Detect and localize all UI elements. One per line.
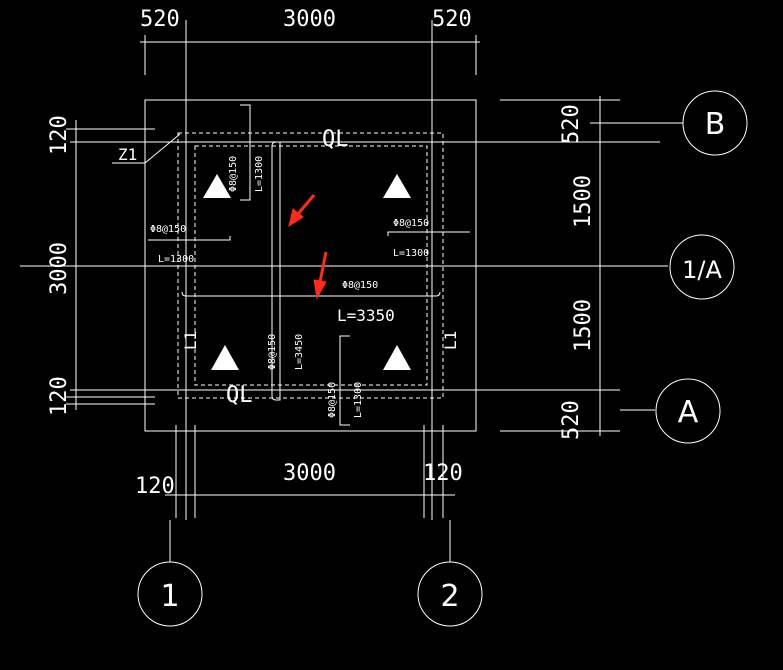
rebar-center-len: L=3350 [337, 306, 395, 325]
triangle-marker-top-right [383, 174, 411, 198]
dim-bottom-right: 120 [423, 461, 463, 486]
axis-label-2: 2 [440, 579, 459, 614]
rebar-center-spec: Φ8@150 [342, 280, 378, 291]
rebar-vertical-top [240, 104, 251, 201]
axis-bubble-half-a [669, 234, 735, 300]
label-l1-right: L1 [441, 331, 460, 350]
rebar-h-left-spec: Φ8@150 [150, 224, 186, 235]
axis-bubble-b [682, 90, 748, 156]
rebar-v2-spec: Φ8@150 [267, 334, 278, 370]
triangle-marker-top-left [203, 174, 231, 198]
rebar-h-right-spec: Φ8@150 [393, 218, 429, 229]
dim-top-left: 520 [140, 7, 180, 32]
rebar-v1-len: L=1300 [254, 156, 265, 192]
rebar-center-long [181, 291, 441, 297]
rebar-vertical-long [271, 141, 281, 401]
axis-bubble-a [655, 378, 721, 444]
rebar-h-left-len: L=1300 [158, 254, 194, 265]
dim-top-mid: 3000 [283, 7, 336, 32]
rebar-v3-spec: Φ8@150 [327, 382, 338, 418]
rebar-h-right-len: L=1300 [393, 248, 429, 259]
label-ql-bottom: QL [226, 383, 253, 408]
axis-bubble-2 [417, 561, 483, 627]
label-ql-top: QL [322, 127, 349, 152]
rebar-v1-spec: Φ8@150 [228, 156, 239, 192]
dim-right-top: 520 [559, 104, 584, 144]
z1-leader-diag [144, 133, 181, 164]
rebar-v3-len: L=1300 [353, 382, 364, 418]
red-arrow-lower [313, 251, 328, 300]
dim-top-right: 520 [432, 7, 472, 32]
triangle-marker-bottom-right [383, 345, 411, 370]
label-z1: Z1 [118, 145, 137, 164]
axis-label-half-a: 1/A [682, 256, 722, 284]
label-l1-left: L1 [181, 331, 200, 350]
axis-label-1: 1 [160, 579, 179, 614]
red-arrow-upper [288, 194, 316, 228]
rebar-v2-len: L=3450 [294, 334, 305, 370]
dim-left-top: 120 [47, 115, 72, 155]
dim-right-lower: 1500 [571, 299, 596, 352]
axis-bubble-1 [137, 561, 203, 627]
triangle-marker-bottom-left [211, 345, 239, 370]
rebar-horizontal-right [387, 231, 470, 236]
dim-left-mid: 3000 [47, 242, 72, 295]
rebar-vertical-bottom [339, 335, 350, 426]
dim-right-bottom: 520 [559, 400, 584, 440]
dim-bottom-left: 120 [135, 474, 175, 499]
dim-left-bottom: 120 [47, 376, 72, 416]
dim-right-upper: 1500 [571, 175, 596, 228]
axis-label-b: B [705, 107, 726, 142]
axis-label-a: A [678, 395, 699, 430]
rebar-horizontal-left [148, 236, 231, 241]
dim-bottom-mid: 3000 [283, 461, 336, 486]
